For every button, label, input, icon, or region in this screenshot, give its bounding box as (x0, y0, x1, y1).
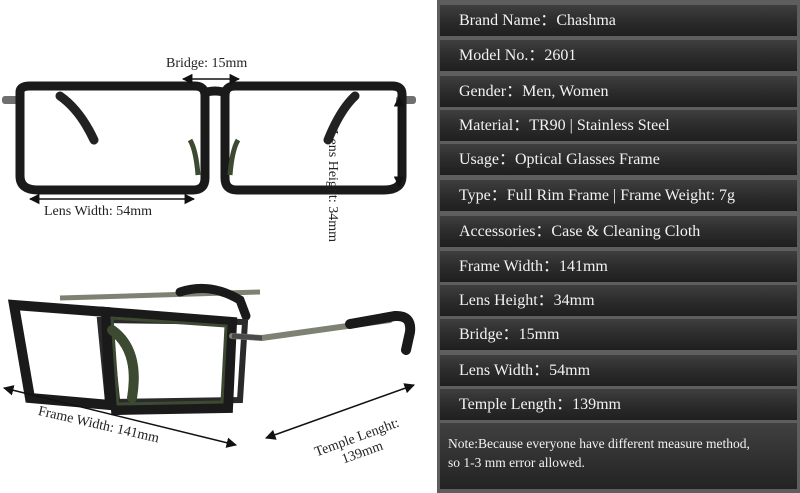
measurement-note: Note:Because everyone have different mea… (440, 423, 797, 489)
lens-width-dimension-label: Lens Width: 54mm (44, 204, 153, 219)
spec-row-accessories: Accessories：Case & Cleaning Cloth (440, 216, 797, 247)
spec-row-usage: Usage：Optical Glasses Frame (440, 144, 797, 175)
bridge-dimension-label: Bridge: 15mm (166, 56, 248, 71)
spec-row-model-no: Model No.：2601 (440, 40, 797, 71)
spec-row-bridge: Bridge：15mm (440, 319, 797, 350)
note-line-2: so 1-3 mm error allowed. (448, 455, 585, 470)
side-view-glasses-icon (7, 283, 416, 416)
specifications-panel: Brand Name：Chashma Model No.：2601 Gender… (437, 0, 800, 493)
front-view-glasses-icon (2, 81, 416, 195)
glasses-illustration (2, 73, 416, 448)
spec-row-material: Material：TR90 | Stainless Steel (440, 110, 797, 141)
spec-row-temple-length: Temple Length：139mm (440, 389, 797, 420)
product-image-panel: Bridge: 15mm Lens Height: 34mm Lens Widt… (2, 56, 416, 468)
spec-row-lens-width: Lens Width：54mm (440, 355, 797, 386)
spec-row-lens-height: Lens Height：34mm (440, 285, 797, 316)
spec-row-type: Type：Full Rim Frame | Frame Weight: 7g (440, 180, 797, 211)
spec-row-frame-width: Frame Width：141mm (440, 251, 797, 282)
note-line-1: Note:Because everyone have different mea… (448, 436, 750, 451)
lens-height-dimension-label: Lens Height: 34mm (325, 130, 340, 242)
spec-row-brand-name: Brand Name：Chashma (440, 5, 797, 36)
spec-row-gender: Gender：Men, Women (440, 76, 797, 107)
